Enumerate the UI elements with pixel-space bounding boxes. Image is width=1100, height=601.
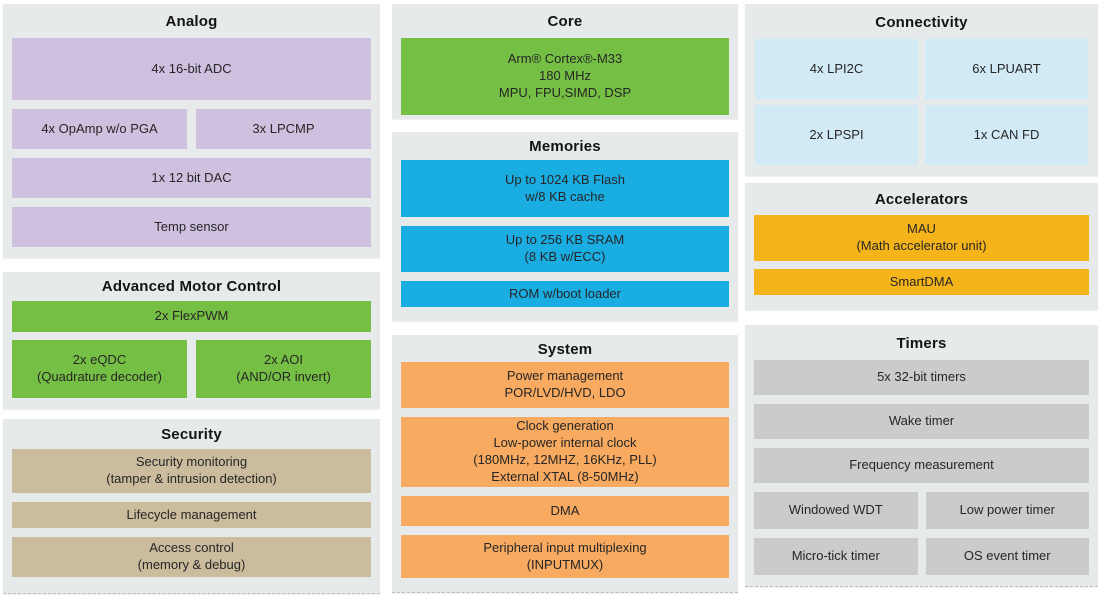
- panel-title-accelerators: Accelerators: [874, 191, 969, 208]
- panel-core: Core Arm® Cortex®-M33 180 MHz MPU, FPU,S…: [392, 4, 738, 119]
- panel-title-connectivity: Connectivity: [875, 14, 968, 31]
- block-lpspi: 2x LPSPI: [755, 105, 918, 165]
- block-flexpwm: 2x FlexPWM: [12, 301, 371, 332]
- block-security-monitoring: Security monitoring (tamper & intrusion …: [12, 449, 371, 493]
- block-inputmux: Peripheral input multiplexing (INPUTMUX): [401, 535, 729, 578]
- panel-memories: Memories Up to 1024 KB Flash w/8 KB cach…: [392, 132, 738, 321]
- block-adc: 4x 16-bit ADC: [12, 38, 371, 100]
- panel-title-memories: Memories: [529, 138, 601, 155]
- block-smartdma: SmartDMA: [754, 269, 1089, 295]
- motor-control-row: 2x eQDC (Quadrature decoder) 2x AOI (AND…: [12, 340, 371, 398]
- block-low-power-timer: Low power timer: [925, 492, 1089, 529]
- timers-blocks: 5x 32-bit timers Wake timer Frequency me…: [745, 360, 1098, 575]
- panel-title-advanced-motor-control: Advanced Motor Control: [101, 278, 282, 295]
- analog-row: 4x OpAmp w/o PGA 3x LPCMP: [12, 109, 371, 149]
- block-lpuart: 6x LPUART: [925, 39, 1088, 99]
- block-os-event-timer: OS event timer: [925, 538, 1089, 575]
- panel-advanced-motor-control: Advanced Motor Control 2x FlexPWM 2x eQD…: [3, 272, 380, 409]
- block-eqdc: 2x eQDC (Quadrature decoder): [12, 340, 187, 398]
- connectivity-grid: 4x LPI2C 6x LPUART 2x LPSPI 1x CAN FD: [745, 39, 1098, 165]
- block-lpi2c: 4x LPI2C: [755, 39, 918, 99]
- security-blocks: Security monitoring (tamper & intrusion …: [3, 449, 380, 577]
- panel-title-core: Core: [547, 13, 583, 30]
- column-left: Analog 4x 16-bit ADC 4x OpAmp w/o PGA 3x…: [3, 4, 380, 594]
- motor-control-blocks: 2x FlexPWM 2x eQDC (Quadrature decoder) …: [3, 301, 380, 398]
- block-sram: Up to 256 KB SRAM (8 KB w/ECC): [401, 226, 729, 272]
- panel-timers: Timers 5x 32-bit timers Wake timer Frequ…: [745, 325, 1098, 587]
- panel-connectivity: Connectivity 4x LPI2C 6x LPUART 2x LPSPI…: [745, 4, 1098, 176]
- block-windowed-wdt: Windowed WDT: [754, 492, 918, 529]
- block-dac: 1x 12 bit DAC: [12, 158, 371, 198]
- timers-row-2: Micro-tick timer OS event timer: [754, 538, 1089, 575]
- block-dma: DMA: [401, 496, 729, 526]
- block-flash: Up to 1024 KB Flash w/8 KB cache: [401, 160, 729, 217]
- block-micro-tick-timer: Micro-tick timer: [754, 538, 918, 575]
- block-mau: MAU (Math accelerator unit): [754, 215, 1089, 261]
- block-frequency-measurement: Frequency measurement: [754, 448, 1089, 483]
- block-32bit-timers: 5x 32-bit timers: [754, 360, 1089, 395]
- block-lifecycle-management: Lifecycle management: [12, 502, 371, 528]
- block-rom: ROM w/boot loader: [401, 281, 729, 307]
- block-cortex-m33: Arm® Cortex®-M33 180 MHz MPU, FPU,SIMD, …: [401, 38, 729, 115]
- block-lpcmp: 3x LPCMP: [196, 109, 371, 149]
- panel-analog: Analog 4x 16-bit ADC 4x OpAmp w/o PGA 3x…: [3, 4, 380, 258]
- panel-title-analog: Analog: [165, 13, 218, 30]
- block-access-control: Access control (memory & debug): [12, 537, 371, 577]
- system-blocks: Power management POR/LVD/HVD, LDO Clock …: [392, 362, 738, 578]
- panel-title-system: System: [537, 341, 593, 358]
- panel-system: System Power management POR/LVD/HVD, LDO…: [392, 335, 738, 593]
- column-right: Connectivity 4x LPI2C 6x LPUART 2x LPSPI…: [745, 4, 1098, 594]
- memories-blocks: Up to 1024 KB Flash w/8 KB cache Up to 2…: [392, 160, 738, 307]
- accelerators-blocks: MAU (Math accelerator unit) SmartDMA: [745, 215, 1098, 295]
- panel-title-timers: Timers: [896, 335, 947, 352]
- column-center: Core Arm® Cortex®-M33 180 MHz MPU, FPU,S…: [392, 4, 738, 594]
- block-wake-timer: Wake timer: [754, 404, 1089, 439]
- analog-blocks: 4x 16-bit ADC 4x OpAmp w/o PGA 3x LPCMP …: [3, 38, 380, 247]
- block-clock-generation: Clock generation Low-power internal cloc…: [401, 417, 729, 487]
- block-power-management: Power management POR/LVD/HVD, LDO: [401, 362, 729, 408]
- block-opamp: 4x OpAmp w/o PGA: [12, 109, 187, 149]
- timers-row-1: Windowed WDT Low power timer: [754, 492, 1089, 529]
- block-canfd: 1x CAN FD: [925, 105, 1088, 165]
- block-aoi: 2x AOI (AND/OR invert): [196, 340, 371, 398]
- panel-security: Security Security monitoring (tamper & i…: [3, 419, 380, 594]
- block-temp-sensor: Temp sensor: [12, 207, 371, 247]
- panel-title-security: Security: [161, 426, 222, 443]
- panel-accelerators: Accelerators MAU (Math accelerator unit)…: [745, 183, 1098, 310]
- core-blocks: Arm® Cortex®-M33 180 MHz MPU, FPU,SIMD, …: [392, 38, 738, 115]
